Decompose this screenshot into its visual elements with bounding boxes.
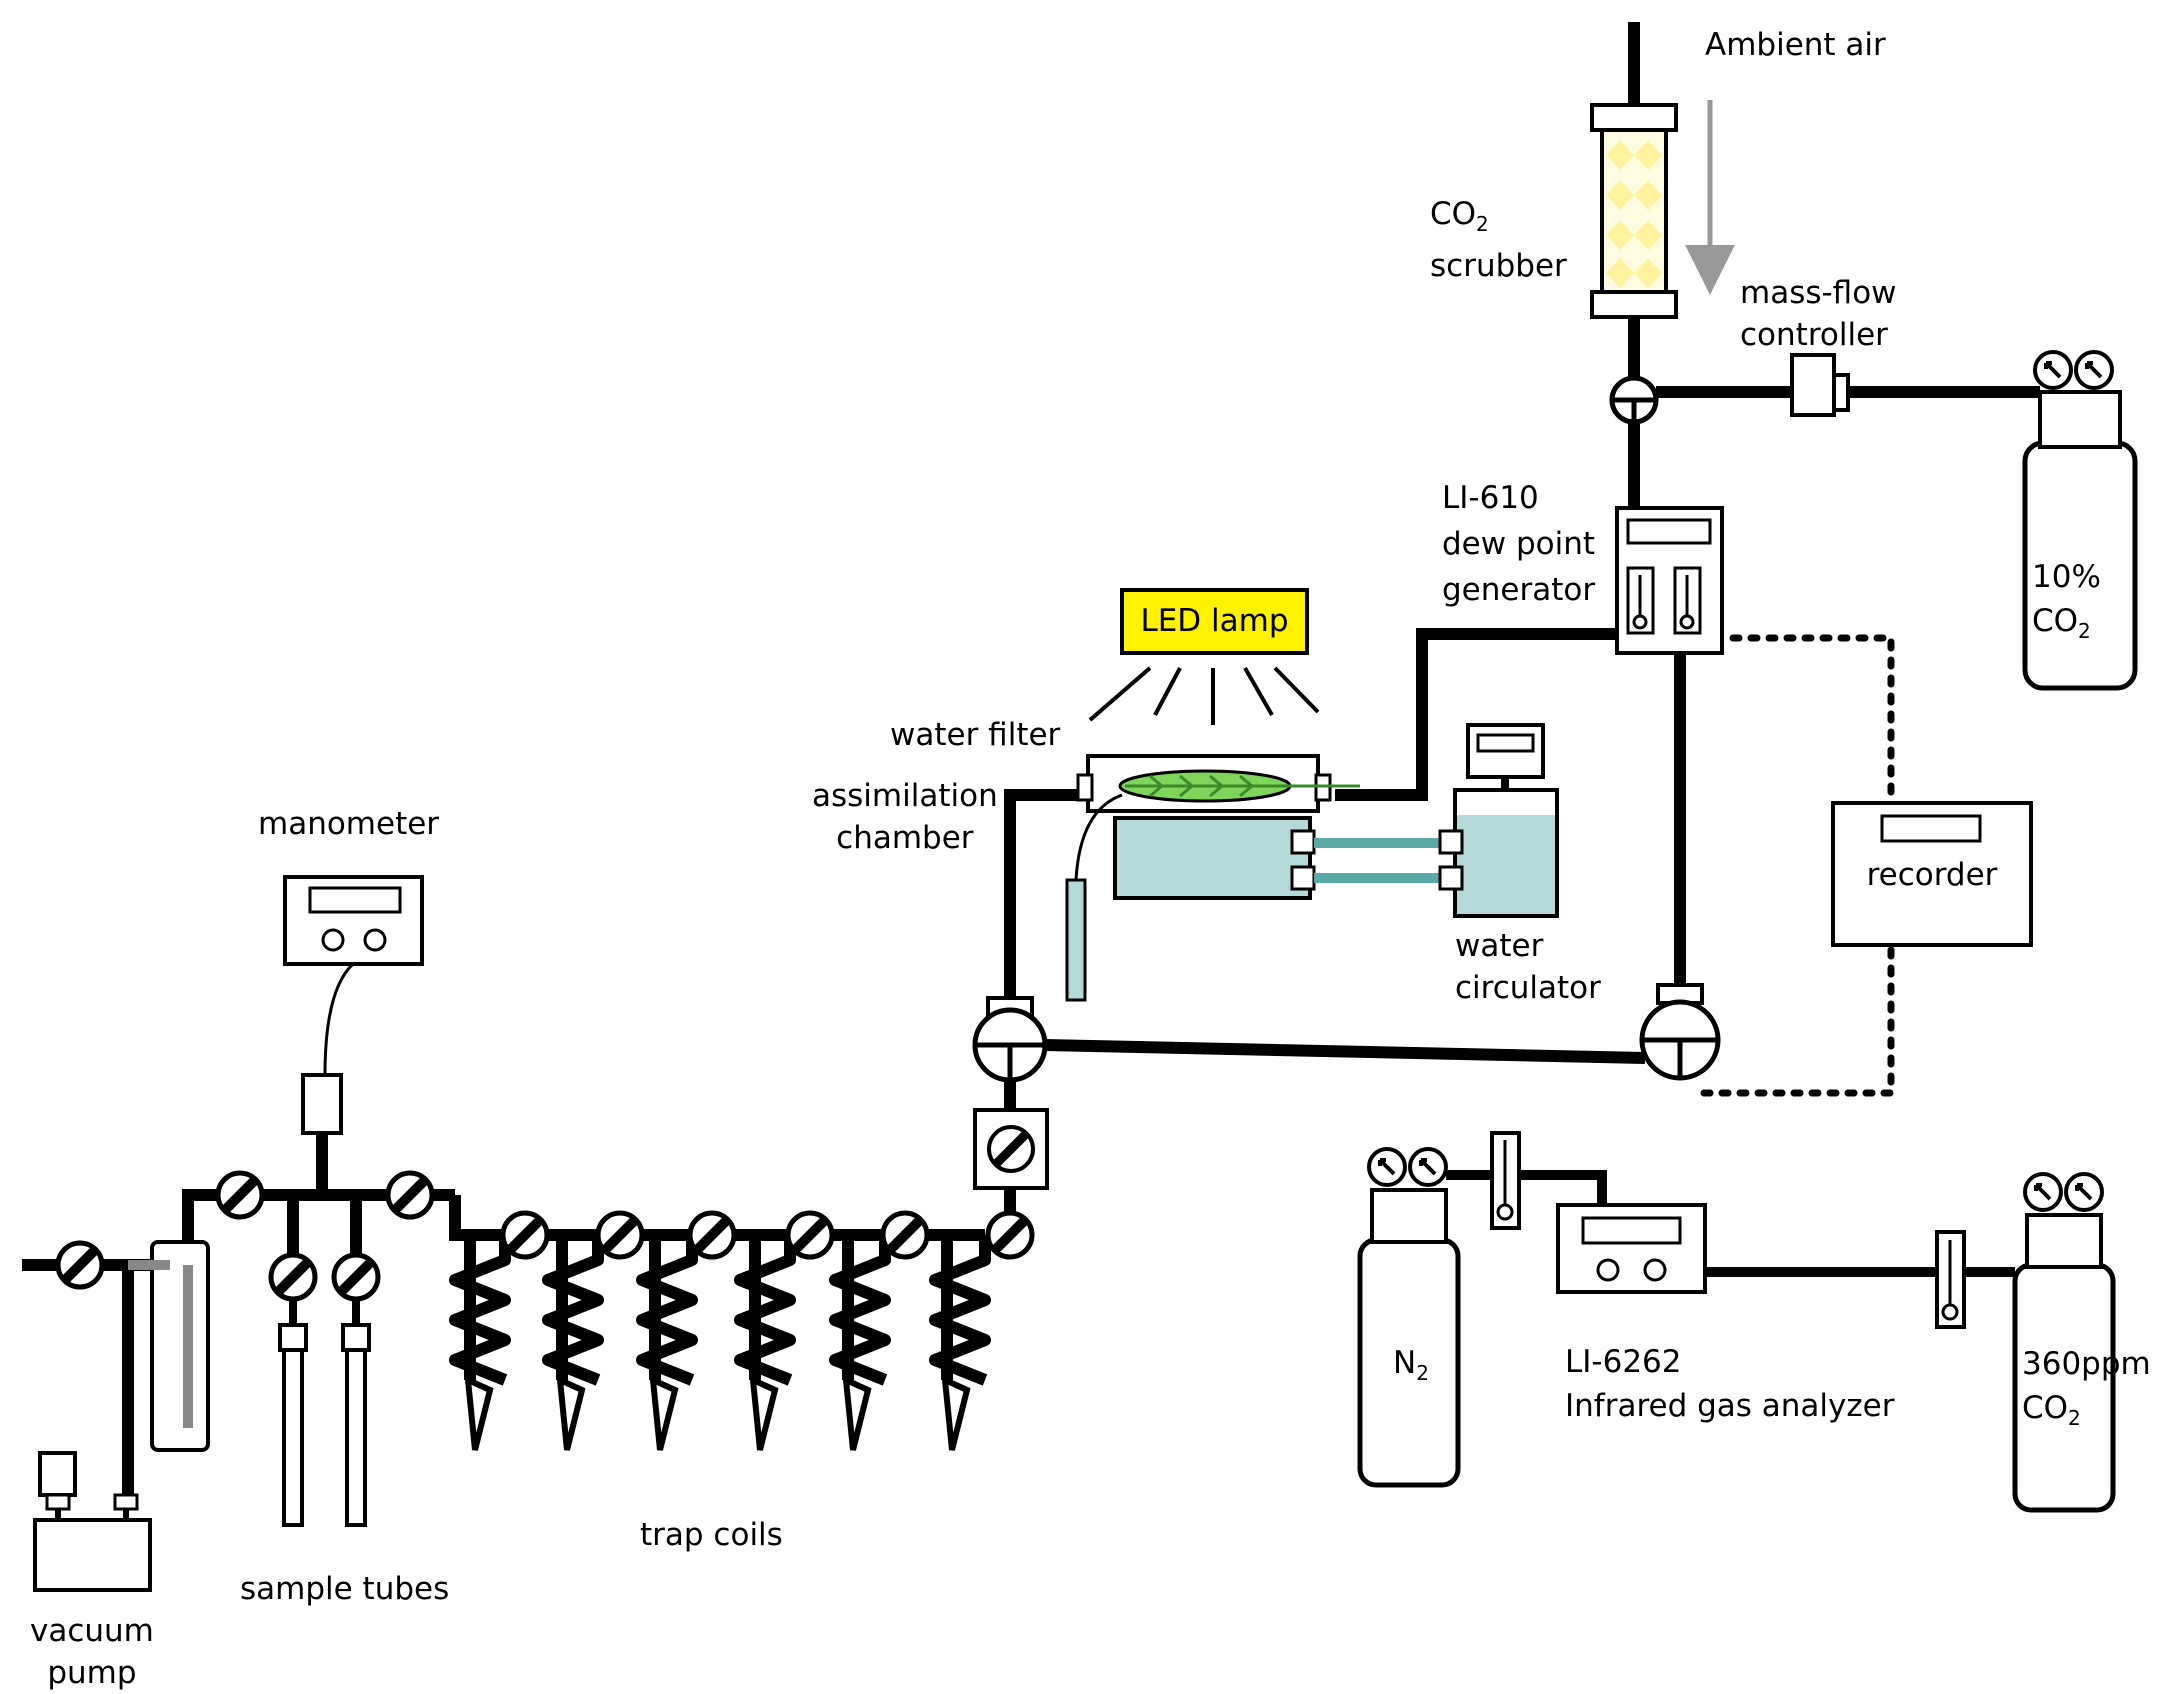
- n2-label: N2: [1393, 1342, 1429, 1394]
- ambient-air-label: Ambient air: [1705, 27, 1886, 63]
- co2-10-label-sub: 2: [2078, 619, 2091, 644]
- led-lamp-label: LED lamp: [1140, 603, 1289, 639]
- chamber-outlet-line: [1004, 789, 1078, 1005]
- li6262-infrared-gas-analyzer: [1556, 1203, 1707, 1294]
- n2-label-main: N: [1393, 1345, 1417, 1381]
- li6262-label-line2: Infrared gas analyzer: [1565, 1388, 1895, 1424]
- co2-360-label: 360ppm CO2: [2022, 1342, 2151, 1440]
- assimilation-label-line2: chamber: [836, 820, 974, 856]
- assimilation-label-line1: assimilation: [812, 778, 998, 814]
- n2-cylinder: [1357, 1147, 1461, 1488]
- flowmeter-co2: [1935, 1230, 1966, 1329]
- mass-flow-label-line2: controller: [1740, 317, 1888, 353]
- stop-valves: [55, 1170, 1035, 1302]
- vacuum-pump-label: vacuum pump: [30, 1610, 154, 1694]
- co2-scrubber-label: CO2 scrubber: [1430, 193, 1567, 287]
- n2-label-sub: 2: [1416, 1361, 1429, 1386]
- three-way-valve-top: [1609, 375, 1659, 425]
- recorder: [1831, 801, 2033, 947]
- co2-360ppm-cylinder: [2012, 1172, 2116, 1513]
- manometer-label: manometer: [258, 806, 440, 842]
- recorder-label: recorder: [1866, 857, 1998, 893]
- water-circulator-label-line2: circulator: [1455, 970, 1601, 1006]
- li610-dew-point-generator: [1615, 506, 1724, 655]
- sample-tubes-label: sample tubes: [240, 1571, 450, 1607]
- flowmeter-n2: [1490, 1131, 1521, 1230]
- co2-10-label-line2: CO: [2032, 603, 2079, 639]
- li610-label: LI-610 dew point generator: [1442, 475, 1595, 613]
- mass-flow-controller: [1790, 353, 1850, 417]
- li6262-label: LI-6262 Infrared gas analyzer: [1565, 1340, 1894, 1428]
- trap-coils: [449, 1235, 991, 1386]
- co2-scrubber: [1590, 103, 1678, 319]
- li610-label-line2: dew point: [1442, 526, 1596, 562]
- led-lamp: [1088, 588, 1320, 725]
- co2-scrubber-label-sub: 2: [1476, 212, 1489, 237]
- li6262-label-line1: LI-6262: [1565, 1344, 1682, 1380]
- water-filter-label: water filter: [890, 717, 1061, 753]
- signal-cable-bottom: [1698, 946, 1895, 1097]
- water-circulator-label: water circulator: [1455, 925, 1601, 1009]
- mass-flow-label: mass-flow controller: [1740, 272, 1897, 356]
- needle-valve: [973, 1108, 1049, 1190]
- cold-trap-vessel: [128, 1240, 210, 1452]
- sample-tubes: [278, 1300, 371, 1527]
- manometer: [283, 875, 424, 1135]
- vacuum-pump: [33, 1451, 152, 1592]
- co2-10-label-line1: 10%: [2032, 559, 2101, 595]
- water-circulator: [1438, 723, 1559, 918]
- mass-flow-label-line1: mass-flow: [1740, 275, 1897, 311]
- n2-line: [1446, 1170, 1607, 1205]
- three-way-valve-left: [972, 996, 1048, 1083]
- co2-scrubber-label-line1: CO: [1430, 196, 1477, 232]
- cross-line: [1044, 1039, 1646, 1064]
- humidified-air-line: [1335, 628, 1617, 801]
- main-vacuum-line: [22, 1132, 1016, 1495]
- co2-scrubber-label-line2: scrubber: [1430, 248, 1567, 285]
- three-way-valve-right: [1639, 983, 1721, 1081]
- vacuum-pump-label-line2: pump: [47, 1655, 137, 1691]
- water-pipes: [1314, 838, 1439, 883]
- assimilation-chamber-label: assimilation chamber: [812, 775, 998, 859]
- co2-360-label-line1: 360ppm: [2022, 1346, 2151, 1382]
- li610-label-line1: LI-610: [1442, 480, 1539, 516]
- signal-cable-top: [1729, 634, 1895, 804]
- li610-label-line3: generator: [1442, 572, 1596, 608]
- co2-10-label: 10% CO2: [2032, 555, 2101, 653]
- co2-10-percent-cylinder: [2022, 350, 2138, 691]
- co2-360-label-line2: CO: [2022, 1390, 2069, 1426]
- vacuum-pump-label-line1: vacuum: [30, 1613, 154, 1649]
- co2-360-label-sub: 2: [2068, 1406, 2081, 1431]
- trap-coil-tips: [464, 1375, 971, 1451]
- trap-coils-label: trap coils: [640, 1517, 783, 1553]
- water-circulator-label-line1: water: [1455, 928, 1544, 964]
- assimilation-chamber: [1065, 754, 1360, 1002]
